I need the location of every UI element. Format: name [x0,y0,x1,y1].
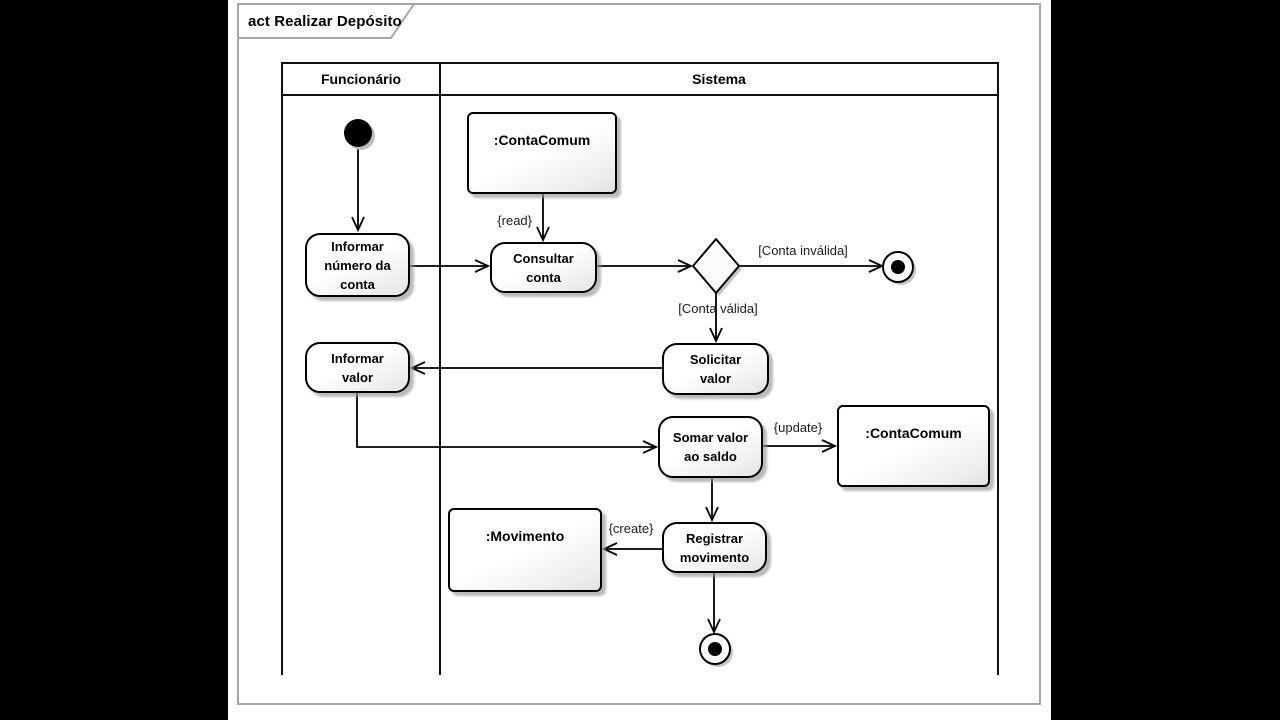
edges [351,148,885,635]
lane-label-sistema: Sistema [692,71,746,87]
edge-initial-to-informar-numero [351,148,365,233]
edge-registrar-to-movimento [601,542,662,556]
activity-label: Informar valor [331,350,384,385]
edge-label-conta-invalida: [Conta inválida] [758,243,848,258]
edge-informar-valor-to-somar-valor [356,393,659,454]
activity-label: Solicitar valor [689,352,742,386]
diagram-canvas: act Realizar Depósito Funcionário Sistem… [228,0,1051,720]
final-node-end [699,633,733,667]
object-movimento: :Movimento [448,508,602,592]
swimlanes [281,62,999,675]
object-contacomum-bottom: :ContaComum [837,405,990,487]
activity-label: Registrar movimento [679,530,750,565]
edge-decision-to-final-invalida [739,259,885,273]
activity-solicitar-valor: Solicitar valor [662,343,769,395]
edge-consultar-conta-to-decision [597,259,694,273]
activity-informar-numero-conta: Informar número da conta [305,233,410,297]
activity-consultar-conta: Consultar conta [490,242,597,293]
swimlane-header [281,62,999,96]
frame-title: act Realizar Depósito [248,13,402,30]
object-contacomum-top: :ContaComum [467,112,617,194]
edge-label-conta-valida: [Conta válida] [678,301,758,316]
activity-somar-valor-saldo: Somar valor ao saldo [658,416,763,478]
object-label: :ContaComum [493,132,591,148]
diagram-shapes-layer [237,3,1041,705]
edge-label-update: {update} [773,420,823,435]
activity-label: Informar número da conta [324,238,391,292]
edge-somar-valor-to-registrar [705,478,719,523]
object-label: :ContaComum [865,425,962,441]
decision-node [691,237,742,296]
activity-registrar-movimento: Registrar movimento [662,522,767,573]
edge-registrar-to-final [707,573,721,635]
initial-node [344,119,375,150]
edge-label-create: {create} [608,521,654,536]
final-node-invalida [882,251,916,285]
frame-border [237,3,1041,705]
edge-decision-to-solicitar-valor [709,293,723,344]
edge-contacomum-to-consultar-conta [536,194,550,243]
activity-label: Somar valor ao saldo [672,430,749,464]
edge-informar-numero-to-consultar-conta [410,259,491,273]
lane-label-funcionario: Funcionário [320,71,402,87]
frame-title-tab [237,3,416,39]
edge-label-read: {read} [497,213,532,228]
object-label: :Movimento [485,528,565,544]
activity-label: Consultar conta [513,250,574,285]
edge-somar-valor-to-contacomum [763,439,838,453]
edge-solicitar-valor-to-informar-valor [409,361,662,375]
activity-informar-valor: Informar valor [305,342,410,393]
